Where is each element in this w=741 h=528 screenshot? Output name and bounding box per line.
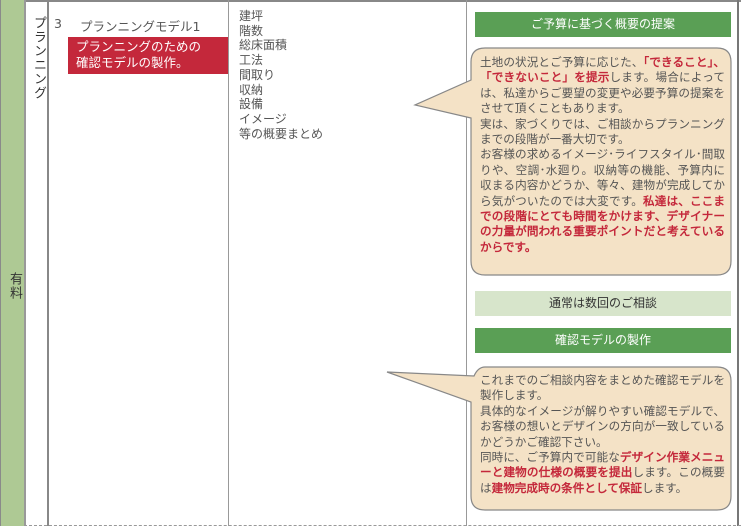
- consultation-note: 通常は数回のご相談: [475, 291, 731, 316]
- category-label: 有料: [7, 272, 22, 300]
- phase-label: プランニング: [31, 16, 46, 100]
- speech-bubble-1: [413, 47, 732, 276]
- list-item: 工法: [239, 53, 264, 68]
- emphasis-text: 「できること」、「できないこと」を提示: [480, 55, 725, 85]
- body-text: します。場合によっては、私達からご要望の変更や必要予算の提案をさせて頂くこともあ…: [480, 70, 725, 116]
- emphasis-text: 建物完成時の条件として保証: [491, 480, 642, 495]
- section1-body: 土地の状況とご予算に応じた、「できること」、「できないこと」を提示します。場合に…: [480, 55, 725, 255]
- step-number: 3: [54, 16, 62, 31]
- list-item: 建坪: [239, 9, 264, 23]
- list-item: 収納: [239, 82, 264, 97]
- divider: [47, 0, 49, 526]
- list-item: 総床面積: [239, 38, 288, 53]
- list-item: 間取り: [239, 67, 276, 82]
- body-text: 具体的なイメージが解りやすい確認モデルで、お客様の想いとデザインの方向が一致して…: [480, 403, 725, 449]
- emphasis-text: デザイン作業メニューと建物の仕様の概要を提出: [480, 450, 725, 480]
- body-text: 土地の状況とご予算に応じた、: [480, 55, 644, 69]
- list-item: イメージ: [239, 111, 287, 126]
- section1-header: ご予算に基づく概要の提案: [475, 12, 731, 37]
- body-text: お客様の求めるイメージ･ライフスタイル･間取りや、空調･水廻り。収納等の機能、予…: [480, 147, 725, 208]
- body-text: します。この概要は: [480, 465, 725, 495]
- category-column: 有料: [0, 0, 26, 526]
- divider: [228, 0, 229, 526]
- body-text: 同時に、ご予算内で可能な: [480, 450, 620, 465]
- body-text: 実は、家づくりでは、ご相談からプランニングまでの段階が一番大切です。: [480, 116, 725, 147]
- body-text: します。: [641, 480, 688, 495]
- highlight-line: プランニングのための: [76, 39, 202, 54]
- divider: [737, 0, 739, 526]
- emphasis-text: 私達は、ここまでの段階にとても時間をかけます、デザイナーの力量が問われる重要ポイ…: [480, 193, 725, 254]
- list-item: 階数: [239, 23, 264, 38]
- speech-bubble-2: [386, 366, 732, 511]
- list-item: 設備: [239, 97, 264, 112]
- section2-body: これまでのご相談内容をまとめた確認モデルを製作します。具体的なイメージが解りやす…: [480, 373, 725, 496]
- item-list: 建坪 階数 総床面積 工法 間取り 収納 設備 イメージ 等の概要まとめ: [239, 9, 323, 141]
- step-highlight: プランニングのための 確認モデルの製作。: [68, 37, 228, 74]
- list-item: 等の概要まとめ: [239, 126, 324, 141]
- section2-header: 確認モデルの製作: [475, 328, 731, 353]
- top-border: [0, 0, 741, 2]
- highlight-line: 確認モデルの製作。: [76, 55, 189, 70]
- step-title: プランニングモデル1: [80, 19, 201, 34]
- body-text: これまでのご相談内容をまとめた確認モデルを製作します。: [480, 373, 725, 403]
- bottom-border: [24, 525, 741, 526]
- divider: [466, 0, 467, 526]
